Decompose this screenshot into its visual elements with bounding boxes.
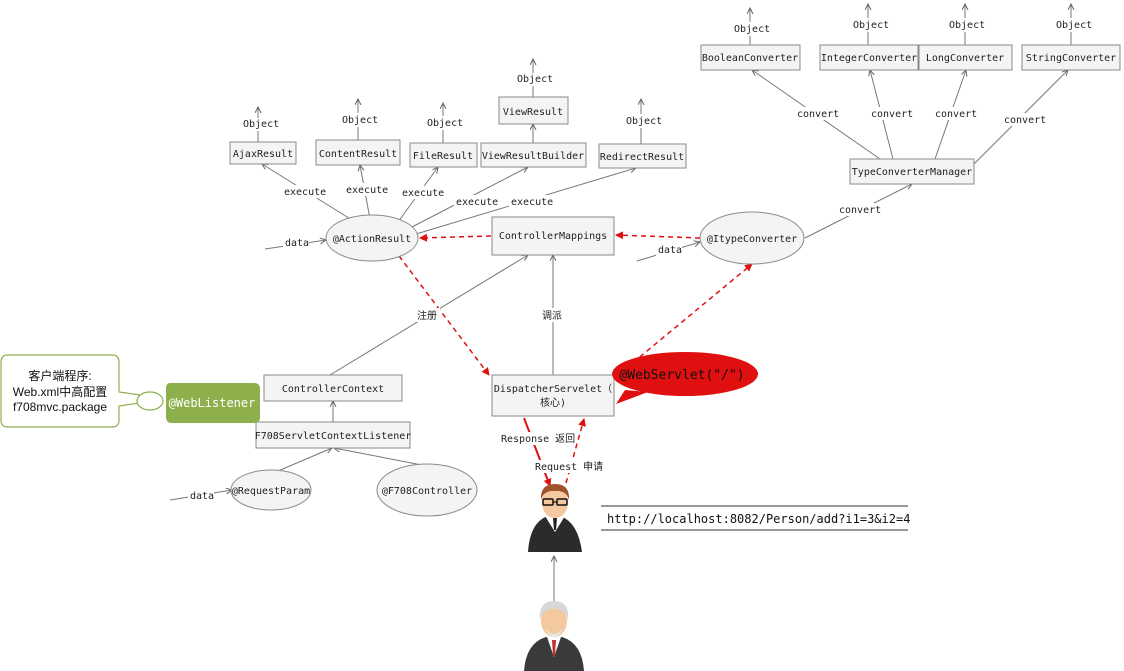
svg-text:RedirectResult: RedirectResult: [600, 152, 684, 163]
svg-text:@ActionResult: @ActionResult: [333, 234, 411, 245]
content-result-box: ContentResult: [315, 139, 401, 166]
execute-label: execute: [284, 187, 326, 198]
data-label: data: [658, 245, 682, 256]
register-label: 注册: [417, 309, 437, 322]
execute-label: execute: [346, 185, 388, 196]
request-url: http://localhost:8082/Person/add?i1=3&i2…: [601, 505, 910, 531]
svg-text:核心): 核心): [540, 396, 566, 409]
svg-text:StringConverter: StringConverter: [1026, 53, 1116, 64]
user-person-icon: [524, 601, 584, 671]
response-label: Response 返回: [501, 433, 575, 445]
edge-labels: execute execute execute execute execute …: [188, 107, 1046, 502]
object-label: Object: [1056, 20, 1092, 31]
callout-line: Web.xml中高配置: [13, 384, 107, 399]
object-label: Object: [243, 119, 279, 130]
convert-label: convert: [839, 205, 881, 216]
long-converter-box: LongConverter: [918, 44, 1013, 71]
svg-text:AjaxResult: AjaxResult: [233, 149, 293, 160]
object-label: Object: [853, 20, 889, 31]
svg-text:FileResult: FileResult: [413, 151, 473, 162]
convert-label: convert: [797, 109, 839, 120]
boolean-converter-box: BooleanConverter: [700, 44, 801, 71]
svg-text:@ItypeConverter: @ItypeConverter: [707, 234, 797, 245]
callout-line: 客户端程序:: [28, 368, 91, 383]
svg-text:IntegerConverter: IntegerConverter: [821, 53, 917, 64]
integer-converter-box: IntegerConverter: [819, 44, 919, 71]
svg-text:ContentResult: ContentResult: [319, 149, 397, 160]
data-label: data: [285, 238, 309, 249]
type-converter-manager-box: TypeConverterManager: [849, 158, 975, 185]
svg-text:ControllerContext: ControllerContext: [282, 384, 384, 395]
svg-text:@RequestParam: @RequestParam: [232, 486, 310, 497]
object-labels: Object Object Object Object Object Objec…: [243, 4, 1092, 130]
file-result-box: FileResult: [409, 142, 478, 168]
request-label: Request 申请: [535, 460, 603, 473]
svg-text:LongConverter: LongConverter: [926, 53, 1004, 64]
svg-text:TypeConverterManager: TypeConverterManager: [852, 167, 972, 178]
object-label: Object: [427, 118, 463, 129]
servlet-context-listener-box: F708ServletContextListener: [255, 421, 412, 449]
data-label: data: [190, 491, 214, 502]
svg-text:F708ServletContextListener: F708ServletContextListener: [255, 431, 412, 442]
web-listener-tag: @WebListener: [166, 383, 260, 423]
svg-text:DispatcherServelet（: DispatcherServelet（: [494, 383, 612, 395]
dispatcher-servlet-box: DispatcherServelet（ 核心): [491, 374, 615, 417]
convert-label: convert: [935, 109, 977, 120]
svg-text:http://localhost:8082/Person/a: http://localhost:8082/Person/add?i1=3&i2…: [607, 512, 910, 526]
client-program-callout: 客户端程序: Web.xml中高配置 f708mvc.package: [0, 354, 164, 428]
svg-text:BooleanConverter: BooleanConverter: [702, 53, 798, 64]
svg-text:@F708Controller: @F708Controller: [382, 486, 472, 497]
execute-label: execute: [402, 188, 444, 199]
object-label: Object: [342, 115, 378, 126]
execute-label: execute: [456, 197, 498, 208]
object-label: Object: [517, 74, 553, 85]
svg-text:ViewResultBuilder: ViewResultBuilder: [482, 151, 584, 162]
dispatch-label: 调派: [542, 310, 562, 322]
action-result-node: @ActionResult: [325, 214, 419, 262]
svg-text:ControllerMappings: ControllerMappings: [499, 231, 607, 242]
svg-text:@WebListener: @WebListener: [169, 396, 256, 410]
object-label: Object: [949, 20, 985, 31]
ajax-result-box: AjaxResult: [229, 141, 297, 165]
view-result-builder-box: ViewResultBuilder: [480, 142, 587, 168]
callout-line: f708mvc.package: [13, 400, 107, 414]
view-result-box: ViewResult: [498, 96, 569, 125]
web-servlet-callout: @WebServlet("/"): [612, 352, 758, 404]
f708-controller-node: @F708Controller: [376, 463, 478, 517]
controller-context-box: ControllerContext: [263, 374, 403, 402]
controller-mappings-box: ControllerMappings: [491, 216, 615, 256]
execute-label: execute: [511, 197, 553, 208]
object-label: Object: [626, 116, 662, 127]
convert-label: convert: [871, 109, 913, 120]
svg-text:@WebServlet("/"): @WebServlet("/"): [619, 368, 744, 383]
string-converter-box: StringConverter: [1021, 44, 1121, 71]
convert-label: convert: [1004, 115, 1046, 126]
redirect-result-box: RedirectResult: [598, 143, 687, 169]
itype-converter-node: @ItypeConverter: [699, 211, 805, 265]
request-param-node: @RequestParam: [230, 469, 312, 511]
svg-text:ViewResult: ViewResult: [503, 107, 563, 118]
object-label: Object: [734, 24, 770, 35]
developer-person-icon: [528, 484, 582, 552]
